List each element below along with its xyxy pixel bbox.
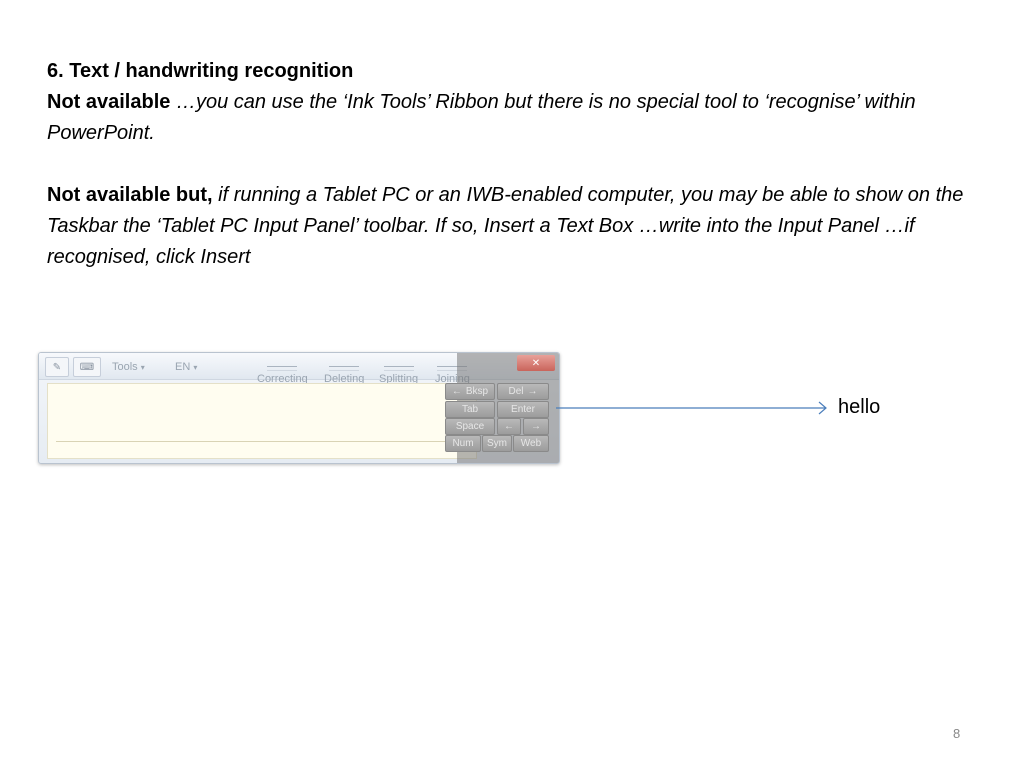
bksp-key[interactable]: ←Bksp [445, 383, 495, 400]
close-button[interactable]: ✕ [517, 355, 555, 371]
text-tablet-pc: if running a Tablet PC or an IWB-enabled… [47, 184, 964, 268]
handwriting-pad-button[interactable]: ✎ [45, 357, 69, 377]
splitting-icon [383, 366, 414, 371]
del-key[interactable]: Del→ [497, 383, 549, 400]
move-right-key[interactable]: → [523, 418, 549, 435]
slide-text: 6. Text / handwriting recognition Not av… [47, 56, 987, 273]
keyboard-button[interactable]: ⌨ [73, 357, 101, 377]
writing-baseline [56, 441, 462, 442]
right-arrow-icon: → [531, 421, 541, 432]
left-arrow-icon: ← [451, 386, 462, 397]
annotation-arrow-icon [556, 401, 827, 415]
num-key[interactable]: Num [445, 435, 481, 452]
paragraph-not-available: Not available …you can use the ‘Ink Tool… [47, 87, 987, 149]
tools-menu[interactable]: Tools ▾ [112, 361, 145, 373]
tablet-input-panel: ✎ ⌨ Tools ▾ EN ▾ Correcting Deleting Spl… [38, 352, 560, 464]
writing-pad[interactable] [47, 383, 477, 459]
tab-key[interactable]: Tab [445, 401, 495, 418]
dropdown-arrow-icon: ▾ [193, 363, 198, 372]
page-number: 8 [953, 726, 961, 741]
text-ink-tools: …you can use the ‘Ink Tools’ Ribbon but … [47, 91, 916, 144]
enter-key[interactable]: Enter [497, 401, 549, 418]
dropdown-arrow-icon: ▾ [140, 363, 145, 372]
move-left-key[interactable]: ← [497, 418, 521, 435]
correcting-tab[interactable]: Correcting [257, 366, 308, 385]
right-arrow-icon: → [527, 386, 538, 397]
language-menu[interactable]: EN ▾ [175, 361, 198, 373]
deleting-icon [329, 366, 360, 371]
arrow-head [818, 401, 827, 415]
space-key[interactable]: Space [445, 418, 495, 435]
pen-icon: ✎ [52, 361, 62, 373]
sym-key[interactable]: Sym [482, 435, 512, 452]
splitting-tab[interactable]: Splitting [379, 366, 418, 385]
recognized-text-label: hello [838, 396, 881, 418]
left-arrow-icon: ← [504, 421, 514, 432]
keyboard-icon: ⌨ [79, 361, 95, 373]
slide-heading: 6. Text / handwriting recognition [47, 60, 354, 82]
correcting-icon [267, 366, 298, 371]
web-key[interactable]: Web [513, 435, 549, 452]
deleting-tab[interactable]: Deleting [324, 366, 364, 385]
joining-icon [437, 366, 468, 371]
label-not-available-but: Not available but, [47, 184, 213, 206]
label-not-available: Not available [47, 91, 171, 113]
paragraph-not-available-but: Not available but, if running a Tablet P… [47, 180, 987, 273]
